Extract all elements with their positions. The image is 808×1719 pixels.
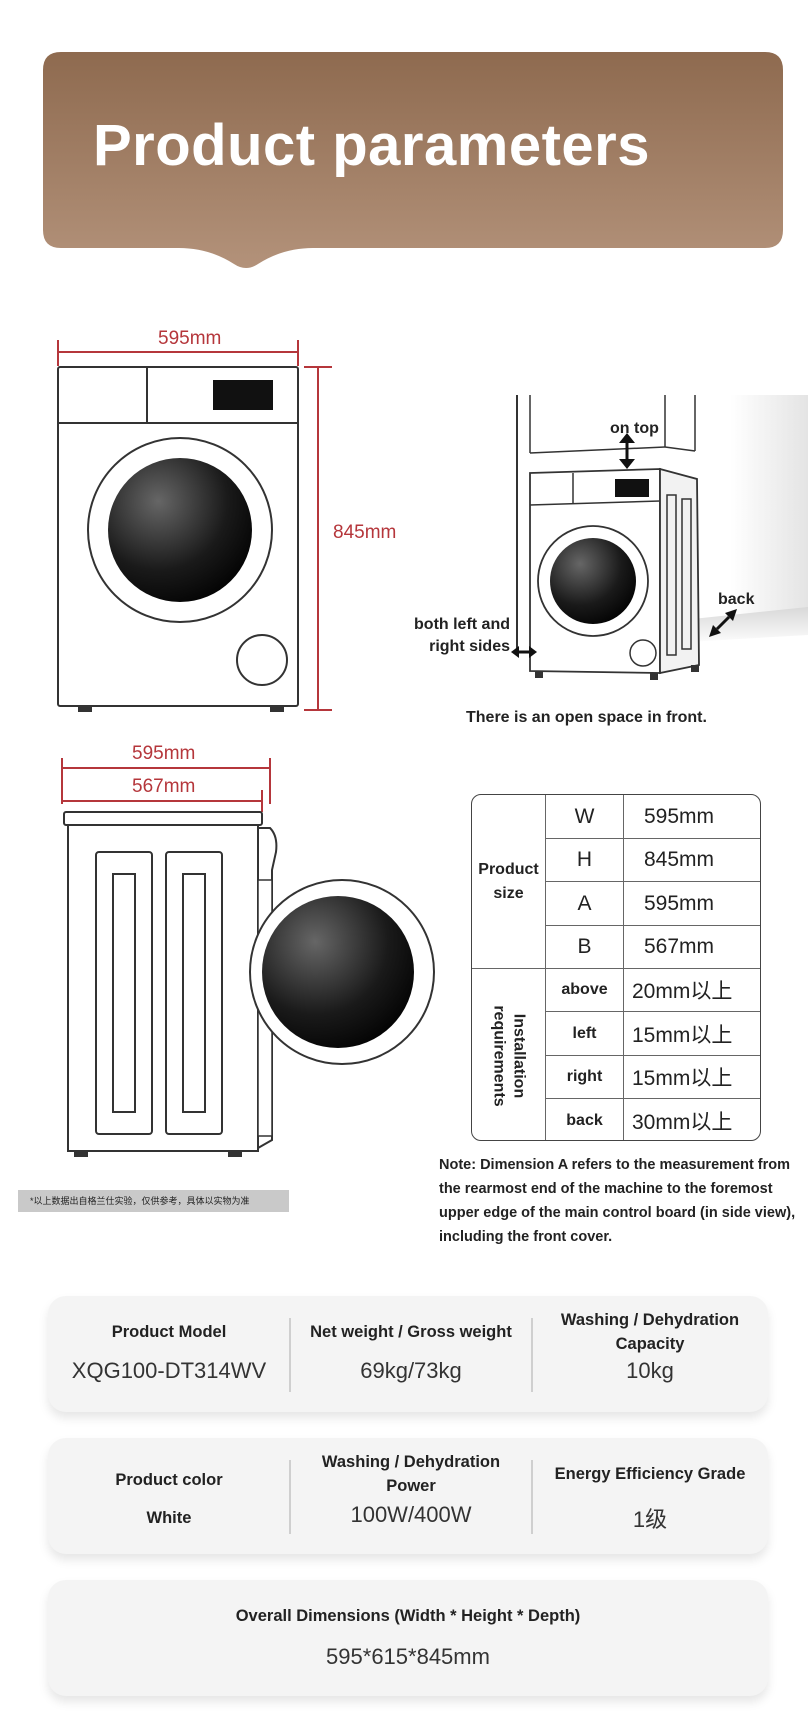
size-key-a: A — [546, 882, 624, 926]
spec-dimensions-value: 595*615*845mm — [326, 1644, 490, 1669]
size-value-h-text: 845mm — [644, 848, 715, 871]
size-key-h-text: H — [576, 848, 593, 871]
spec-divider — [289, 1460, 291, 1534]
size-value-w: 595mm — [624, 795, 760, 839]
spec-color: Product color White — [48, 1438, 290, 1554]
spec-capacity: Washing / Dehydration Capacity 10kg — [532, 1296, 768, 1412]
install-value-back-text: 30mm以上 — [632, 1110, 733, 1134]
size-key-a-text: A — [577, 891, 592, 915]
spec-dimensions-label: Overall Dimensions (Width * Height * Dep… — [235, 1607, 581, 1625]
size-value-b-text: 567mm — [644, 935, 715, 958]
spec-power-label-1: Washing / Dehydration — [321, 1453, 501, 1471]
page-title: Product parameters — [93, 113, 650, 178]
front-width-label: 595mm — [158, 328, 222, 349]
install-value-back: 30mm以上 — [624, 1099, 760, 1140]
spec-energy-value: 1级 — [632, 1507, 668, 1532]
spec-weight-value: 69kg/73kg — [360, 1358, 462, 1383]
install-key-back-text: back — [566, 1111, 603, 1129]
size-value-a: 595mm — [624, 882, 760, 926]
install-value-above: 20mm以上 — [624, 969, 760, 1012]
size-key-w: W — [546, 795, 624, 839]
size-key-b-text: B — [577, 935, 592, 958]
spec-dimensions: Overall Dimensions (Width * Height * Dep… — [48, 1580, 768, 1696]
side-view-diagram — [61, 758, 435, 1157]
front-view-diagram — [57, 340, 332, 712]
spec-card-3: Overall Dimensions (Width * Height * Dep… — [48, 1580, 768, 1696]
spec-color-label: Product color — [115, 1471, 223, 1489]
install-req-label-2: requirements — [490, 1004, 508, 1107]
front-open-space-note: There is an open space in front. — [466, 709, 707, 726]
install-key-right: right — [546, 1056, 624, 1099]
size-value-w-text: 595mm — [644, 804, 715, 828]
spec-energy: Energy Efficiency Grade 1级 — [532, 1438, 768, 1554]
install-on-top-label: on top — [610, 420, 659, 437]
spec-power-label-2: Power — [386, 1477, 436, 1495]
install-key-left-text: left — [572, 1024, 597, 1042]
size-value-a-text: 595mm — [644, 891, 715, 915]
spec-weight: Net weight / Gross weight 69kg/73kg — [290, 1296, 532, 1412]
installation-diagram — [511, 395, 808, 680]
header-banner: Product parameters — [43, 52, 783, 268]
install-key-left: left — [546, 1012, 624, 1056]
install-value-above-text: 20mm以上 — [632, 980, 733, 1003]
size-value-b: 567mm — [624, 926, 760, 969]
size-value-h: 845mm — [624, 839, 760, 882]
size-key-h: H — [546, 839, 624, 882]
install-value-right: 15mm以上 — [624, 1056, 760, 1099]
install-key-above-text: above — [561, 981, 608, 998]
spec-divider — [289, 1318, 291, 1392]
install-req-label-1: Installation — [510, 1013, 528, 1098]
product-size-group: Product size — [472, 795, 546, 969]
side-a-label: 595mm — [132, 743, 196, 764]
spec-energy-label: Energy Efficiency Grade — [554, 1465, 746, 1483]
install-key-right-text: right — [566, 1068, 603, 1085]
spec-power: Washing / Dehydration Power 100W/400W — [290, 1438, 532, 1554]
install-sides-line-2: right sides — [429, 638, 510, 655]
spec-capacity-label-2: Capacity — [615, 1335, 685, 1353]
install-key-above: above — [546, 969, 624, 1012]
product-size-label-2: size — [493, 884, 524, 902]
spec-product-model-value: XQG100-DT314WV — [71, 1358, 267, 1383]
spec-divider — [531, 1460, 533, 1534]
spec-capacity-value: 10kg — [626, 1358, 674, 1383]
spec-card-1: Product Model XQG100-DT314WV Net weight … — [48, 1296, 768, 1412]
disclaimer: *以上数据出自格兰仕实验，仅供参考，具体以实物为准 — [18, 1190, 289, 1212]
install-sides-label: both left and right sides — [402, 616, 510, 656]
install-value-left: 15mm以上 — [624, 1012, 760, 1056]
install-sides-line-1: both left and — [414, 616, 510, 633]
dimension-note: Note: Dimension A refers to the measurem… — [439, 1157, 796, 1245]
spec-weight-label: Net weight / Gross weight — [310, 1323, 512, 1341]
install-key-back: back — [546, 1099, 624, 1140]
spec-color-value: White — [146, 1509, 192, 1527]
spec-power-value: 100W/400W — [350, 1502, 472, 1527]
install-back-label: back — [718, 591, 755, 608]
spec-card-2: Product color White Washing / Dehydratio… — [48, 1438, 768, 1554]
install-req-label: Installation requirements — [490, 1005, 528, 1106]
size-table: Product size Installation requirements W… — [471, 794, 761, 1141]
front-height-label: 845mm — [333, 522, 397, 543]
banner-shape — [43, 52, 783, 268]
install-value-right-text: 15mm以上 — [632, 1067, 733, 1090]
size-key-w-text: W — [574, 804, 595, 828]
size-key-b: B — [546, 926, 624, 969]
spec-capacity-label-1: Washing / Dehydration — [560, 1311, 740, 1329]
side-b-label: 567mm — [132, 776, 196, 797]
spec-divider — [531, 1318, 533, 1392]
install-value-left-text: 15mm以上 — [632, 1023, 733, 1047]
spec-product-model-label: Product Model — [111, 1323, 227, 1341]
install-req-group: Installation requirements — [472, 969, 546, 1140]
spec-product-model: Product Model XQG100-DT314WV — [48, 1296, 290, 1412]
product-size-label-1: Product — [478, 860, 539, 878]
